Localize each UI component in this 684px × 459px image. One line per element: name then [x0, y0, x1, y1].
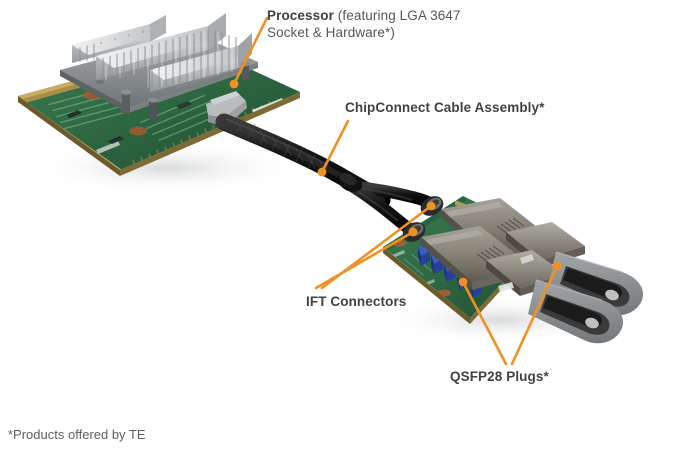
leader-processor	[232, 16, 269, 86]
dot-qsfp-upper	[552, 261, 562, 271]
callout-dots	[229, 79, 562, 287]
processor-board	[18, 13, 300, 176]
callout-leaders	[232, 16, 559, 366]
callout-chipconnect: ChipConnect Cable Assembly*	[345, 100, 545, 115]
pull-tab-upper	[548, 251, 644, 316]
callout-processor: Processor (featuring LGA 3647 Socket & H…	[267, 7, 461, 41]
dot-ift-lower	[408, 227, 418, 237]
footnote: *Products offered by TE	[8, 427, 146, 442]
dot-ift-upper	[426, 201, 436, 211]
dot-processor	[229, 79, 239, 89]
heatsink-fins	[72, 13, 252, 92]
dot-chipconnect	[317, 167, 327, 177]
callout-qsfp28-plugs: QSFP28 Plugs*	[450, 369, 549, 384]
leader-qsfp-upper	[510, 264, 559, 366]
pull-tab-lower	[528, 279, 624, 344]
latch-clip	[520, 254, 534, 264]
qsfp28-module-lower	[421, 226, 565, 296]
leader-chipconnect	[320, 119, 350, 174]
leader-ift-lower	[314, 230, 415, 290]
callout-ift-connectors: IFT Connectors	[306, 294, 407, 309]
callout-processor-bold: Processor	[267, 8, 334, 23]
leader-qsfp-lower	[461, 280, 508, 366]
pcb-edge-thickness	[18, 96, 120, 176]
dot-qsfp-lower	[458, 277, 468, 287]
pcb-front-thickness	[120, 92, 300, 176]
heatsink-mount-hardware	[96, 61, 250, 120]
latch-clip	[498, 282, 514, 292]
standoff	[129, 126, 147, 136]
callout-processor-detail: (featuring LGA 3647 Socket & Hardware*)	[267, 8, 461, 40]
